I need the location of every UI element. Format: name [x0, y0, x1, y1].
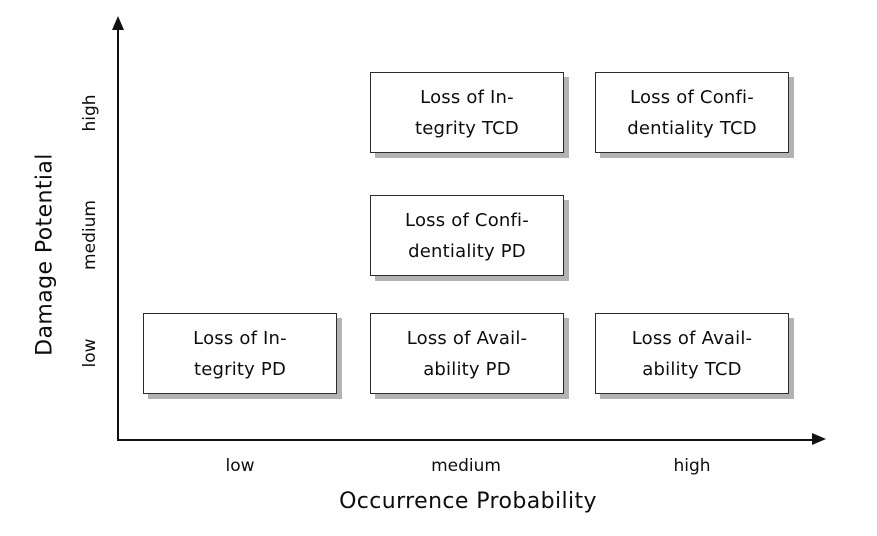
y-axis-tick-high: high — [80, 94, 100, 132]
y-axis-title: Damage Potential — [32, 153, 58, 356]
risk-cell-line-2: ability PD — [423, 358, 511, 380]
risk-cell-integrity-pd[interactable]: Loss of In- tegrity PD — [143, 313, 337, 394]
risk-cell-line-2: tegrity PD — [193, 358, 287, 380]
risk-cell-line-1: Loss of In- — [193, 327, 287, 349]
risk-cell-confidentiality-pd[interactable]: Loss of Confi- dentiality PD — [370, 195, 564, 276]
risk-cell-line-1: Loss of In- — [420, 86, 514, 108]
x-axis-line — [118, 439, 816, 441]
x-axis-tick-high: high — [673, 456, 711, 476]
x-axis-arrowhead-icon — [812, 433, 826, 445]
y-axis-arrowhead-icon — [112, 16, 124, 30]
risk-cell-line-1: Loss of Avail- — [406, 327, 528, 349]
risk-cell-confidentiality-tcd[interactable]: Loss of Confi- dentiality TCD — [595, 72, 789, 153]
x-axis-tick-medium: medium — [431, 456, 501, 476]
risk-cell-availability-tcd[interactable]: Loss of Avail- ability TCD — [595, 313, 789, 394]
risk-cell-line-2: dentiality TCD — [627, 117, 757, 139]
y-axis-tick-low: low — [80, 338, 100, 368]
x-axis-tick-low: low — [225, 456, 255, 476]
risk-cell-line-1: Loss of Avail- — [631, 327, 753, 349]
risk-cell-line-1: Loss of Confi- — [405, 209, 529, 231]
risk-cell-line-2: dentiality PD — [408, 240, 526, 262]
risk-cell-line-2: ability TCD — [642, 358, 742, 380]
y-axis-line — [117, 26, 119, 441]
risk-cell-integrity-tcd[interactable]: Loss of In- tegrity TCD — [370, 72, 564, 153]
risk-cell-availability-pd[interactable]: Loss of Avail- ability PD — [370, 313, 564, 394]
risk-cell-line-1: Loss of Confi- — [630, 86, 754, 108]
y-axis-tick-medium: medium — [80, 200, 100, 270]
risk-cell-line-2: tegrity TCD — [415, 117, 519, 139]
x-axis-title: Occurrence Probability — [339, 489, 597, 514]
